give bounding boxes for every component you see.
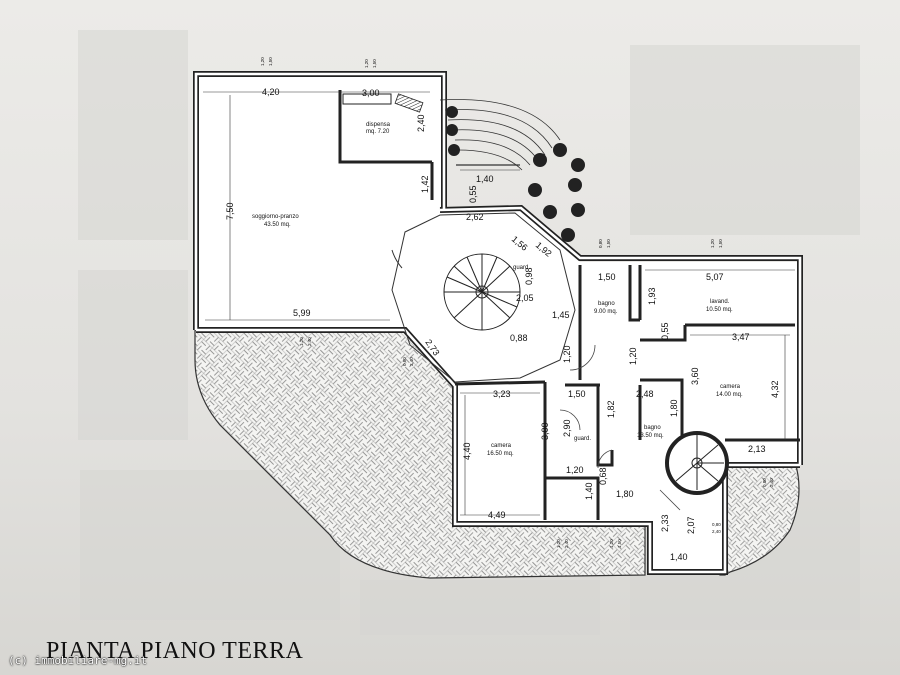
room-bagno-2-name: bagno [644, 425, 661, 431]
room-camera-1-area: 14.00 mq. [716, 392, 743, 398]
window-mark: 1,50 [617, 539, 622, 548]
front-terrace [194, 321, 646, 579]
window-mark: 1,20 [609, 539, 614, 548]
door-swings [559, 344, 681, 511]
room-dispensa-name: dispensa [366, 122, 391, 128]
dim-3-23: 3,23 [493, 389, 511, 399]
window-mark: 1,50 [268, 57, 273, 66]
room-lavand-name: lavand. [710, 299, 730, 305]
window-mark: 1,20 [364, 59, 369, 68]
dim-0-68: 0,68 [598, 467, 608, 485]
ghost-photo [78, 30, 188, 240]
room-bagno-1-name: bagno [598, 301, 615, 307]
dim-2-90: 2,90 [562, 419, 572, 437]
dim-2-62: 2,62 [466, 212, 484, 222]
room-soggiorno-area: 43.50 mq. [264, 222, 291, 228]
dim-4-40: 4,40 [462, 442, 472, 460]
dim-2-13: 2,13 [748, 444, 766, 454]
window-mark: 2,40 [564, 539, 569, 548]
window-mark: 0,80 [712, 522, 721, 527]
dim-2-07: 2,07 [686, 516, 696, 534]
dim-1-80b: 1,80 [616, 489, 634, 499]
dim-0-98: 0,98 [524, 267, 534, 285]
dim-1-50b: 1,50 [568, 389, 586, 399]
octagonal-bay [391, 212, 576, 383]
spiral-staircase-main [443, 253, 521, 331]
spiral-staircase-small [665, 431, 729, 495]
dim-4-20: 4,20 [262, 87, 280, 97]
entrance-steps [439, 99, 561, 171]
dim-1-20a: 1,20 [562, 345, 572, 363]
dim-0-88: 0,88 [510, 333, 528, 343]
page-title: PIANTA PIANO TERRA [46, 638, 304, 664]
dim-1-40c: 1,40 [670, 552, 688, 562]
dim-1-20b: 1,20 [628, 347, 638, 365]
window-mark: 1,20 [299, 337, 304, 346]
dim-5-07: 5,07 [706, 272, 724, 282]
dim-1-50: 1,50 [598, 272, 616, 282]
room-soggiorno-name: soggiorno-pranzo [252, 214, 299, 220]
window-mark: 0,80 [402, 357, 407, 366]
wall-fill [194, 72, 802, 574]
dim-2-33: 2,33 [660, 514, 670, 532]
interior-walls [338, 90, 800, 520]
dim-1-40: 1,40 [476, 174, 494, 184]
dim-0-55: 0,55 [468, 185, 478, 203]
dim-1-45: 1,45 [552, 310, 570, 320]
window-mark: 2,40 [769, 478, 774, 487]
side-terrace [719, 461, 800, 576]
room-guard-1: guard. [513, 265, 530, 271]
dim-2-05: 2,05 [516, 293, 534, 303]
window-mark: 1,20 [260, 57, 265, 66]
room-guard-2: guard. [574, 436, 591, 442]
dim-1-80a: 1,80 [669, 399, 679, 417]
dim-2-48: 2,48 [636, 389, 654, 399]
dim-0-55b: 0,55 [660, 322, 670, 340]
window-mark: 0,80 [762, 478, 767, 487]
window-mark: 1,50 [372, 59, 377, 68]
dim-3-00b: 3,00 [540, 422, 550, 440]
room-lavand-area: 10.50 mq. [706, 307, 733, 313]
room-camera-2-name: camera [491, 443, 512, 449]
dim-4-49: 4,49 [488, 510, 506, 520]
window-mark: 2,40 [307, 337, 312, 346]
room-camera-2-area: 16.50 mq. [487, 451, 514, 457]
dimension-lines [203, 91, 795, 516]
dim-2-40: 2,40 [416, 114, 426, 132]
window-mark: 1,50 [718, 239, 723, 248]
dim-4-32: 4,32 [770, 380, 780, 398]
ghost-photo [630, 45, 860, 235]
dim-1-40b: 1,40 [584, 482, 594, 500]
dim-1-82: 1,82 [606, 400, 616, 418]
dim-7-50: 7,50 [225, 202, 235, 220]
garden-plants [446, 106, 585, 242]
ghost-photo [78, 270, 188, 440]
dim-3-60: 3,60 [690, 367, 700, 385]
dim-3-47: 3,47 [732, 332, 750, 342]
kitchen-counter [342, 93, 392, 105]
window-mark: 1,20 [556, 539, 561, 548]
window-mark: 2,40 [712, 529, 721, 534]
dim-1-93: 1,93 [647, 287, 657, 305]
dim-5-99: 5,99 [293, 308, 311, 318]
window-mark: 2,40 [409, 357, 414, 366]
dim-1-42: 1,42 [420, 175, 430, 193]
room-bagno-2-area: 13.50 mq. [637, 433, 664, 439]
room-dispensa-area: mq. 7.20 [366, 129, 390, 135]
room-camera-1-name: camera [720, 384, 741, 390]
dim-1-20c: 1,20 [566, 465, 584, 475]
window-mark: 1,50 [606, 239, 611, 248]
ghost-photo [360, 580, 600, 635]
dim-3-00: 3,00 [362, 88, 380, 98]
window-mark: 1,20 [710, 239, 715, 248]
watermark: (c) immobiliare-mg.it [8, 654, 148, 667]
room-bagno-1-area: 9.00 mq. [594, 309, 618, 315]
window-mark: 0,80 [598, 239, 603, 248]
